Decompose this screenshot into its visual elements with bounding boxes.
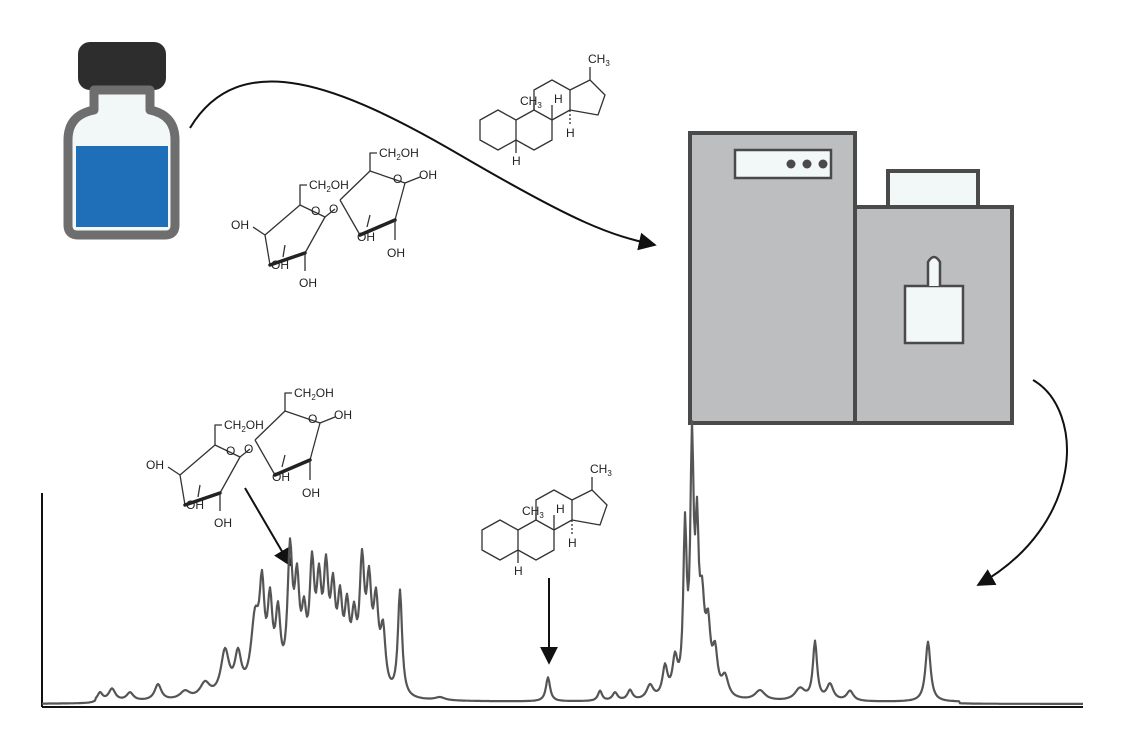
arrow-to-instrument — [189, 80, 657, 251]
arrow-to-lactose-peaks — [244, 487, 291, 567]
spectrometer-icon — [688, 131, 1014, 425]
spectrum-axes — [41, 493, 1083, 708]
lactose-structure-lower — [144, 384, 354, 532]
steroid-structure — [479, 51, 611, 169]
steroid-structure-lower — [481, 461, 613, 579]
spectrum-trace — [41, 420, 1084, 705]
sample-vial-icon — [63, 42, 180, 240]
lactose-structure — [229, 144, 439, 292]
arrow-to-spectrum — [976, 379, 1068, 586]
